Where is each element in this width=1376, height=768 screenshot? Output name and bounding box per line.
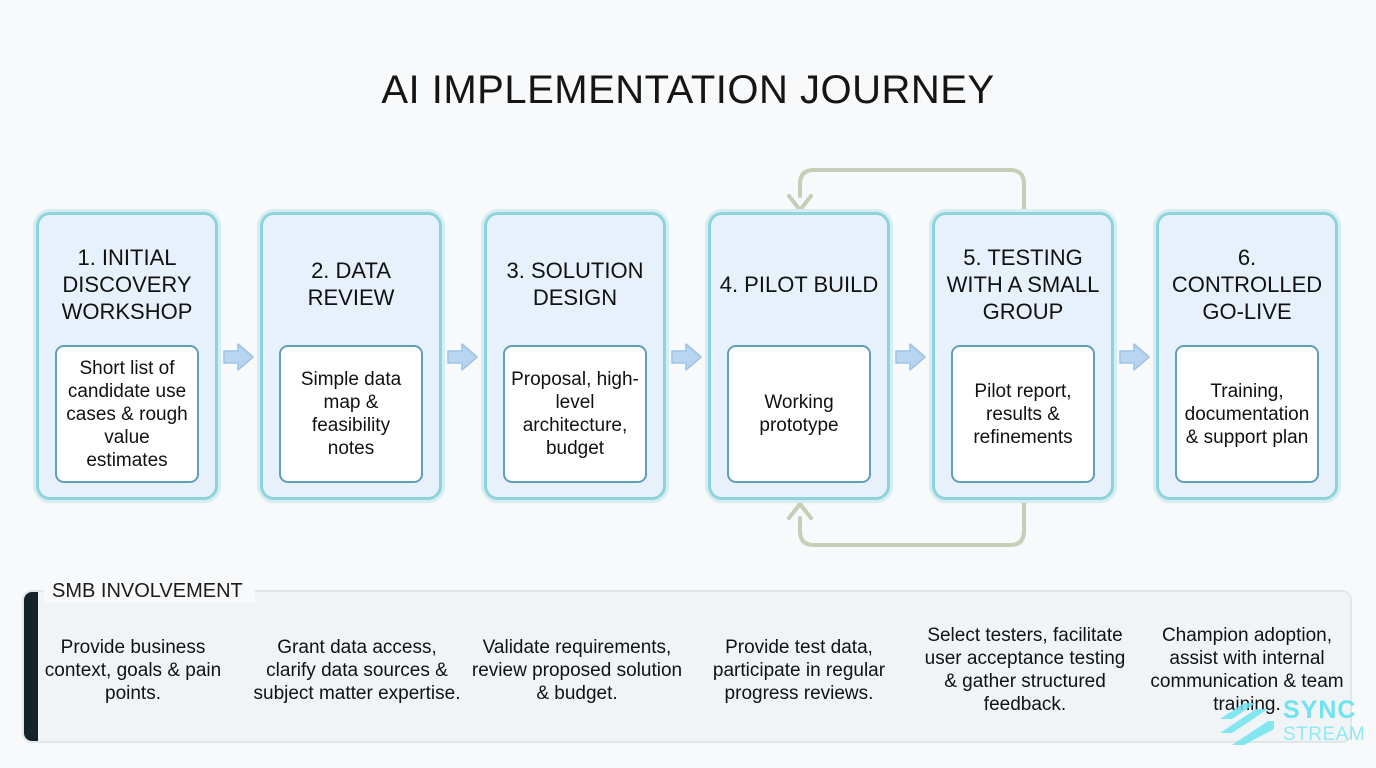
stage-output: Simple data map & feasibility notes	[279, 345, 423, 483]
involvement-item-3: Validate requirements, review proposed s…	[471, 636, 683, 704]
involvement-item-2: Grant data access, clarify data sources …	[253, 636, 461, 704]
stage-output: Training, documentation & support plan	[1175, 345, 1319, 483]
involvement-item-6: Champion adoption, assist with internal …	[1150, 625, 1344, 715]
stage-output: Working prototype	[727, 345, 871, 483]
stage-title: 2. DATA REVIEW	[307, 258, 395, 310]
smb-involvement-label: SMB INVOLVEMENT	[44, 580, 255, 603]
involvement-item-5: Select testers, facilitate user acceptan…	[924, 625, 1126, 715]
stage-card-1: 1. INITIAL DISCOVERY WORKSHOP Short list…	[36, 212, 218, 500]
flow-arrow-icon	[895, 343, 926, 371]
stage-title: 6. CONTROLLED GO-LIVE	[1171, 244, 1323, 324]
stage-title: 4. PILOT BUILD	[719, 271, 879, 297]
feedback-loop-top	[798, 168, 1026, 214]
sync-stream-logo-icon	[1220, 703, 1274, 745]
stage-title: 1. INITIAL DISCOVERY WORKSHOP	[61, 244, 193, 324]
flow-arrow-icon	[447, 343, 478, 371]
page-title: AI IMPLEMENTATION JOURNEY	[381, 68, 995, 112]
stage-card-5: 5. TESTING WITH A SMALL GROUP Pilot repo…	[932, 212, 1114, 500]
stage-card-2: 2. DATA REVIEW Simple data map & feasibi…	[260, 212, 442, 500]
panel-accent-bar	[24, 592, 38, 741]
flow-arrow-icon	[671, 343, 702, 371]
feedback-loop-bottom-arrowhead	[787, 502, 813, 520]
stage-title: 3. SOLUTION DESIGN	[506, 258, 644, 310]
smb-involvement-panel	[22, 590, 1352, 743]
involvement-item-4: Provide test data, participate in regula…	[712, 636, 886, 704]
stage-output: Short list of candidate use cases & roug…	[55, 345, 199, 483]
feedback-loop-top-arrowhead	[787, 194, 813, 212]
flow-arrow-icon	[1119, 343, 1150, 371]
flow-arrow-icon	[223, 343, 254, 371]
stage-card-4: 4. PILOT BUILD Working prototype	[708, 212, 890, 500]
feedback-loop-bottom	[798, 498, 1026, 547]
stage-card-6: 6. CONTROLLED GO-LIVE Training, document…	[1156, 212, 1338, 500]
stage-title: 5. TESTING WITH A SMALL GROUP	[946, 244, 1100, 324]
involvement-item-1: Provide business context, goals & pain p…	[44, 636, 222, 704]
stage-output: Pilot report, results & refinements	[951, 345, 1095, 483]
stage-output: Proposal, high-level architecture, budge…	[503, 345, 647, 483]
stage-card-3: 3. SOLUTION DESIGN Proposal, high-level …	[484, 212, 666, 500]
logo-text-sync: SYNC	[1283, 696, 1357, 724]
logo-text-stream: STREAM	[1283, 724, 1366, 745]
